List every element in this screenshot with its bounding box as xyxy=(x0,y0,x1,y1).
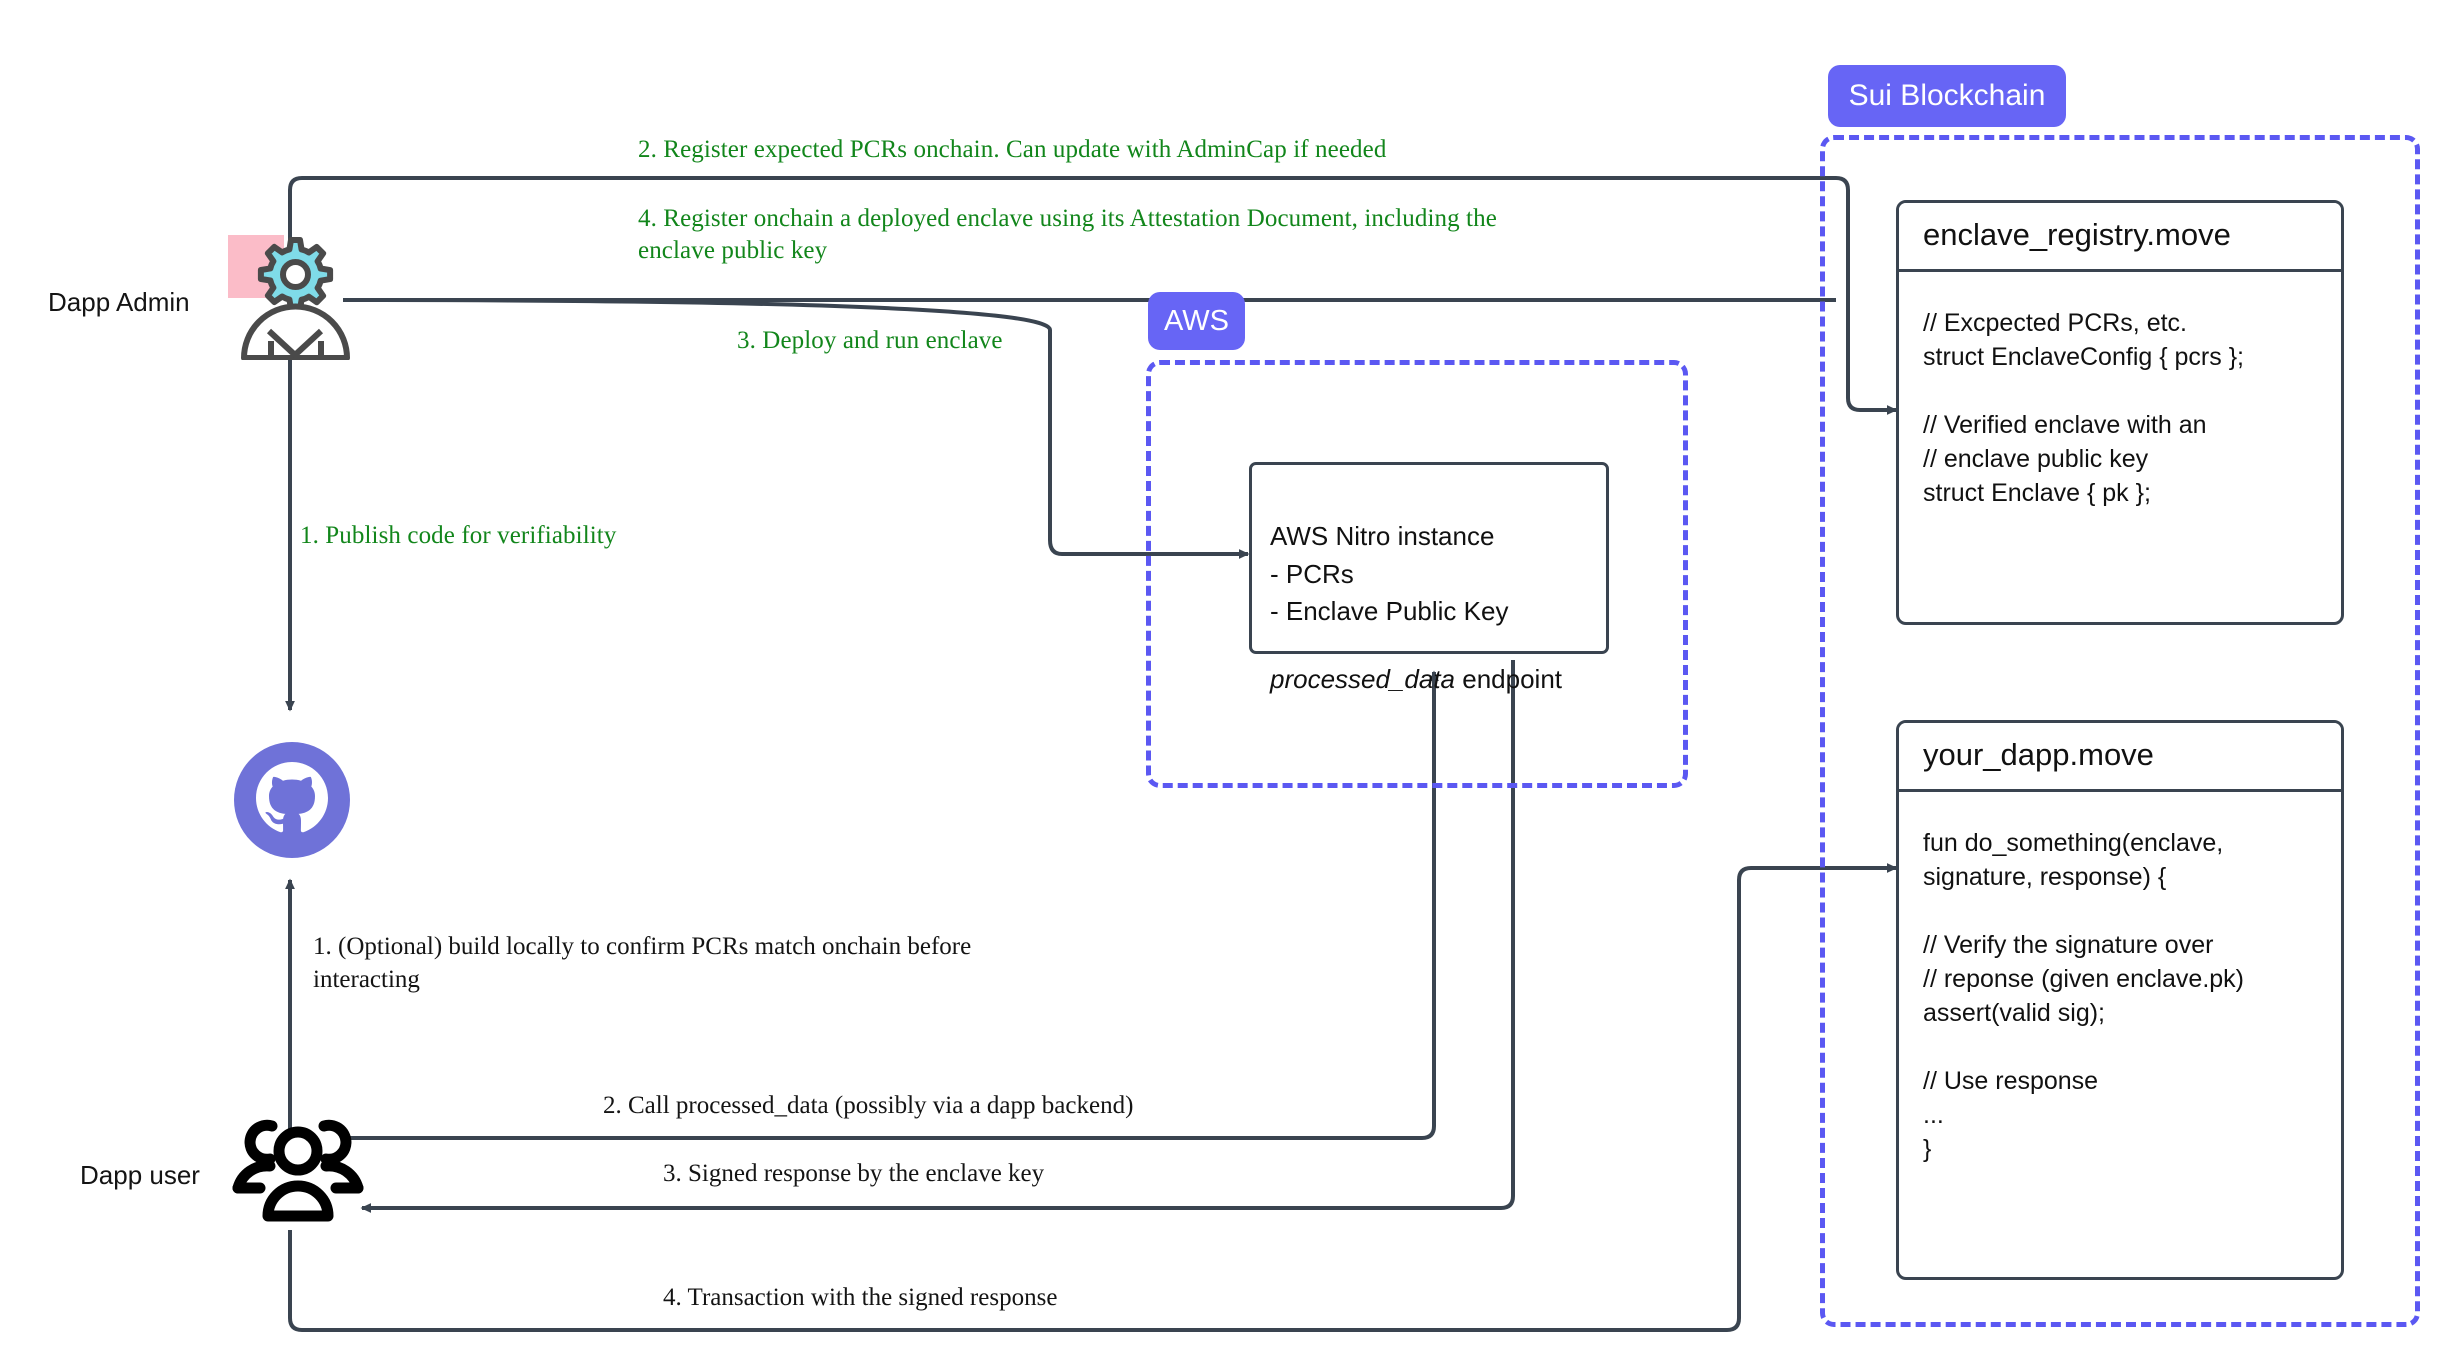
card-enclave-registry[interactable]: enclave_registry.move // Excpected PCRs,… xyxy=(1896,200,2344,625)
label-register-enclave: 4. Register onchain a deployed enclave u… xyxy=(638,205,1497,264)
dapp-admin-icon xyxy=(228,228,358,361)
label-deploy-enclave: 3. Deploy and run enclave xyxy=(737,327,1003,354)
label-transaction-signed-response: 4. Transaction with the signed response xyxy=(663,1284,1058,1311)
processed-data-endpoint-suffix: endpoint xyxy=(1455,663,1563,694)
card-your-dapp-body: fun do_something(enclave, signature, res… xyxy=(1923,829,2245,1163)
dapp-admin-label: Dapp Admin xyxy=(48,287,190,317)
card-your-dapp[interactable]: your_dapp.move fun do_something(enclave,… xyxy=(1896,720,2344,1280)
label-call-processed-data: 2. Call processed_data (possibly via a d… xyxy=(603,1092,1134,1119)
card-enclave-registry-body: // Excpected PCRs, etc. struct EnclaveCo… xyxy=(1923,309,2244,507)
sui-blockchain-chip: Sui Blockchain xyxy=(1828,65,2066,127)
dapp-user-icon xyxy=(228,1108,368,1228)
github-icon[interactable] xyxy=(232,740,352,860)
card-enclave-registry-title: enclave_registry.move xyxy=(1899,203,2341,272)
processed-data-endpoint-line: processed_data endpoint xyxy=(1270,661,1588,698)
label-publish-code: 1. Publish code for verifiability xyxy=(300,522,617,549)
card-your-dapp-title: your_dapp.move xyxy=(1899,723,2341,792)
aws-zone xyxy=(1146,360,1688,788)
processed-data-endpoint-name: processed_data xyxy=(1270,663,1456,694)
aws-chip: AWS xyxy=(1148,292,1245,350)
label-signed-response: 3. Signed response by the enclave key xyxy=(663,1160,1045,1187)
label-register-pcrs: 2. Register expected PCRs onchain. Can u… xyxy=(638,136,1387,163)
aws-nitro-instance-box[interactable]: AWS Nitro instance - PCRs - Enclave Publ… xyxy=(1249,462,1609,694)
dapp-user-label: Dapp user xyxy=(80,1160,200,1190)
sui-blockchain-chip-label: Sui Blockchain xyxy=(1848,79,2046,112)
gear-icon xyxy=(257,237,334,312)
sui-blockchain-zone xyxy=(1820,135,2420,1327)
label-build-locally: 1. (Optional) build locally to confirm P… xyxy=(313,933,972,993)
aws-nitro-instance-lines: AWS Nitro instance - PCRs - Enclave Publ… xyxy=(1270,521,1509,627)
aws-chip-label: AWS xyxy=(1164,304,1229,337)
